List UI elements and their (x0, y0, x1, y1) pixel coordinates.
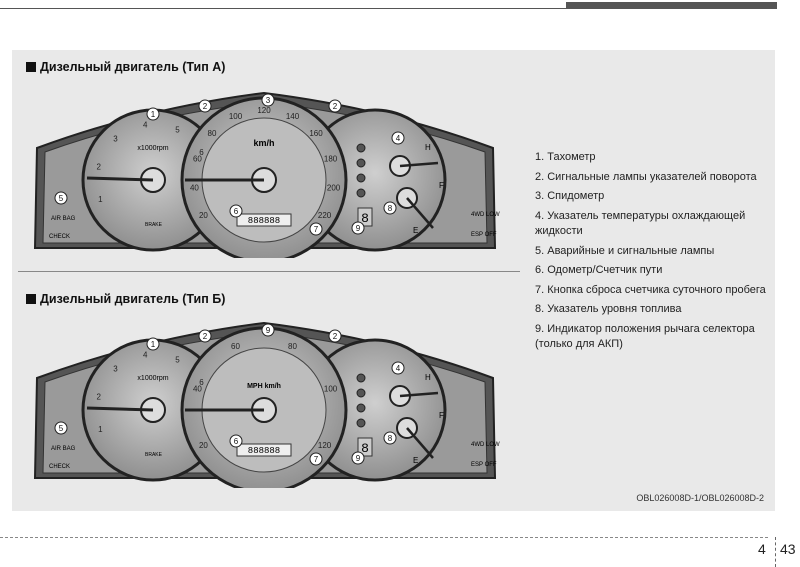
tacho-b-tick-label: 4 (143, 351, 148, 360)
lamp-brake-b: BRAKE (145, 452, 163, 458)
instrument-cluster-a: 888888 x1000rpm km/h 8 AIR BAG CHECK BRA… (33, 91, 500, 258)
fuel-empty-label-a: E (413, 226, 418, 235)
lamp-brake-a: BRAKE (145, 222, 163, 228)
fuel-full-label-a: F (439, 181, 444, 190)
top-rule (0, 8, 566, 9)
speedo-b-tick-label: 80 (288, 342, 297, 351)
speedo-a-tick-label: 140 (286, 112, 300, 121)
svg-text:1: 1 (151, 340, 156, 349)
speedo-b-tick-label: 20 (199, 441, 208, 450)
tacho-b-tick-label: 1 (98, 425, 103, 434)
heading-type-a: Дизельный двигатель (Тип А) (26, 60, 225, 74)
footer-rule (0, 537, 768, 538)
svg-text:6: 6 (234, 437, 239, 446)
svg-text:5: 5 (59, 194, 64, 203)
odometer-display-b: 888888 (248, 446, 280, 456)
tacho-a-tick-label: 6 (199, 148, 204, 157)
svg-text:3: 3 (266, 96, 271, 105)
legend-list: 1. Тахометр 2. Сигнальные лампы указател… (535, 150, 770, 357)
heading-type-a-text: Дизельный двигатель (Тип А) (40, 60, 226, 74)
lamp-4wd-low-b: 4WD LOW (471, 442, 500, 448)
lamp-airbag-b: AIR BAG (51, 446, 76, 452)
temp-hot-label-a: H (425, 143, 431, 152)
tacho-unit-b: x1000rpm (137, 375, 168, 382)
tacho-unit-a: x1000rpm (137, 145, 168, 152)
svg-text:2: 2 (333, 102, 338, 111)
heading-type-b: Дизельный двигатель (Тип Б) (26, 292, 225, 306)
legend-item: 4. Указатель температуры охлаждающей жид… (535, 209, 746, 238)
speedo-a-tick-label: 100 (229, 112, 243, 121)
tacho-a-tick-label: 5 (175, 126, 180, 135)
lamp-esp-off-b: ESP OFF (471, 462, 497, 468)
svg-text:4: 4 (396, 364, 401, 373)
fuel-empty-label-b: E (413, 456, 418, 465)
speedo-a-tick-label: 60 (193, 154, 202, 163)
tacho-b-tick-label: 6 (199, 378, 204, 387)
temp-hot-label-b: H (425, 373, 431, 382)
speedo-a-tick-label: 40 (190, 183, 199, 192)
lamp-check-a: CHECK (49, 234, 70, 240)
svg-text:5: 5 (59, 424, 64, 433)
gear-indicator-a: 8 (361, 211, 369, 226)
svg-text:6: 6 (234, 207, 239, 216)
legend-item: 8. Указатель уровня топлива (535, 303, 682, 315)
page-separator (775, 537, 776, 567)
svg-text:2: 2 (333, 332, 338, 341)
speedo-a-tick-label: 180 (324, 154, 338, 163)
svg-text:9: 9 (356, 224, 361, 233)
lamp-4wd-low-a: 4WD LOW (471, 212, 500, 218)
fuel-full-label-b: F (439, 411, 444, 420)
lamp-check-b: CHECK (49, 464, 70, 470)
speedo-b-tick-label: 60 (231, 342, 240, 351)
speedo-unit-b: MPH km/h (247, 383, 281, 390)
bullet-square-icon (26, 294, 36, 304)
tacho-b-tick-label: 2 (96, 393, 101, 402)
tacho-a-tick-label: 2 (96, 163, 101, 172)
svg-text:9: 9 (356, 454, 361, 463)
tacho-a-tick-label: 3 (113, 134, 118, 143)
image-code: OBL026008D-1/OBL026008D-2 (636, 493, 764, 503)
legend-item: 2. Сигнальные лампы указателей поворота (535, 170, 757, 183)
speedo-a-tick-label: 120 (257, 106, 271, 115)
svg-text:8: 8 (388, 434, 393, 443)
legend-item: 6. Одометр/Счетчик пути (535, 264, 663, 276)
speedo-a-tick-label: 220 (318, 211, 332, 220)
svg-text:1: 1 (151, 110, 156, 119)
legend-item: 9. Индикатор положения рычага селектора … (535, 322, 755, 351)
lamp-airbag-a: AIR BAG (51, 216, 76, 222)
svg-text:8: 8 (388, 204, 393, 213)
svg-text:7: 7 (314, 455, 319, 464)
speedo-a-tick-label: 20 (199, 211, 208, 220)
speedo-a-tick-label: 160 (309, 129, 323, 138)
page-number: 43 (780, 541, 796, 557)
chapter-number: 4 (758, 541, 766, 557)
speedo-a-tick-label: 200 (327, 183, 341, 192)
svg-text:4: 4 (396, 134, 401, 143)
svg-text:9: 9 (266, 326, 271, 335)
speedo-b-tick-label: 120 (318, 441, 332, 450)
instrument-cluster-b: 888888 x1000rpm MPH km/h 8 AIR BAG CHECK… (33, 321, 500, 488)
tacho-a-tick-label: 4 (143, 121, 148, 130)
speedo-a-tick-label: 80 (208, 129, 217, 138)
legend-item: 5. Аварийные и сигнальные лампы (535, 244, 715, 257)
section-divider (18, 271, 520, 272)
speedo-b-tick-label: 100 (324, 384, 338, 393)
legend-item: 3. Спидометр (535, 190, 605, 202)
speedo-unit-a: km/h (253, 138, 274, 148)
tacho-a-tick-label: 1 (98, 195, 103, 204)
top-bar (566, 2, 777, 9)
tacho-b-tick-label: 5 (175, 356, 180, 365)
lamp-esp-off-a: ESP OFF (471, 232, 497, 238)
tacho-b-tick-label: 3 (113, 364, 118, 373)
legend-item: 7. Кнопка сброса счетчика суточного проб… (535, 283, 766, 296)
speedo-b-tick-label: 40 (193, 384, 202, 393)
svg-text:7: 7 (314, 225, 319, 234)
svg-text:2: 2 (203, 332, 208, 341)
svg-text:2: 2 (203, 102, 208, 111)
odometer-display-a: 888888 (248, 216, 280, 226)
gear-indicator-b: 8 (361, 441, 369, 456)
legend-item: 1. Тахометр (535, 151, 596, 163)
bullet-square-icon (26, 62, 36, 72)
heading-type-b-text: Дизельный двигатель (Тип Б) (40, 292, 226, 306)
